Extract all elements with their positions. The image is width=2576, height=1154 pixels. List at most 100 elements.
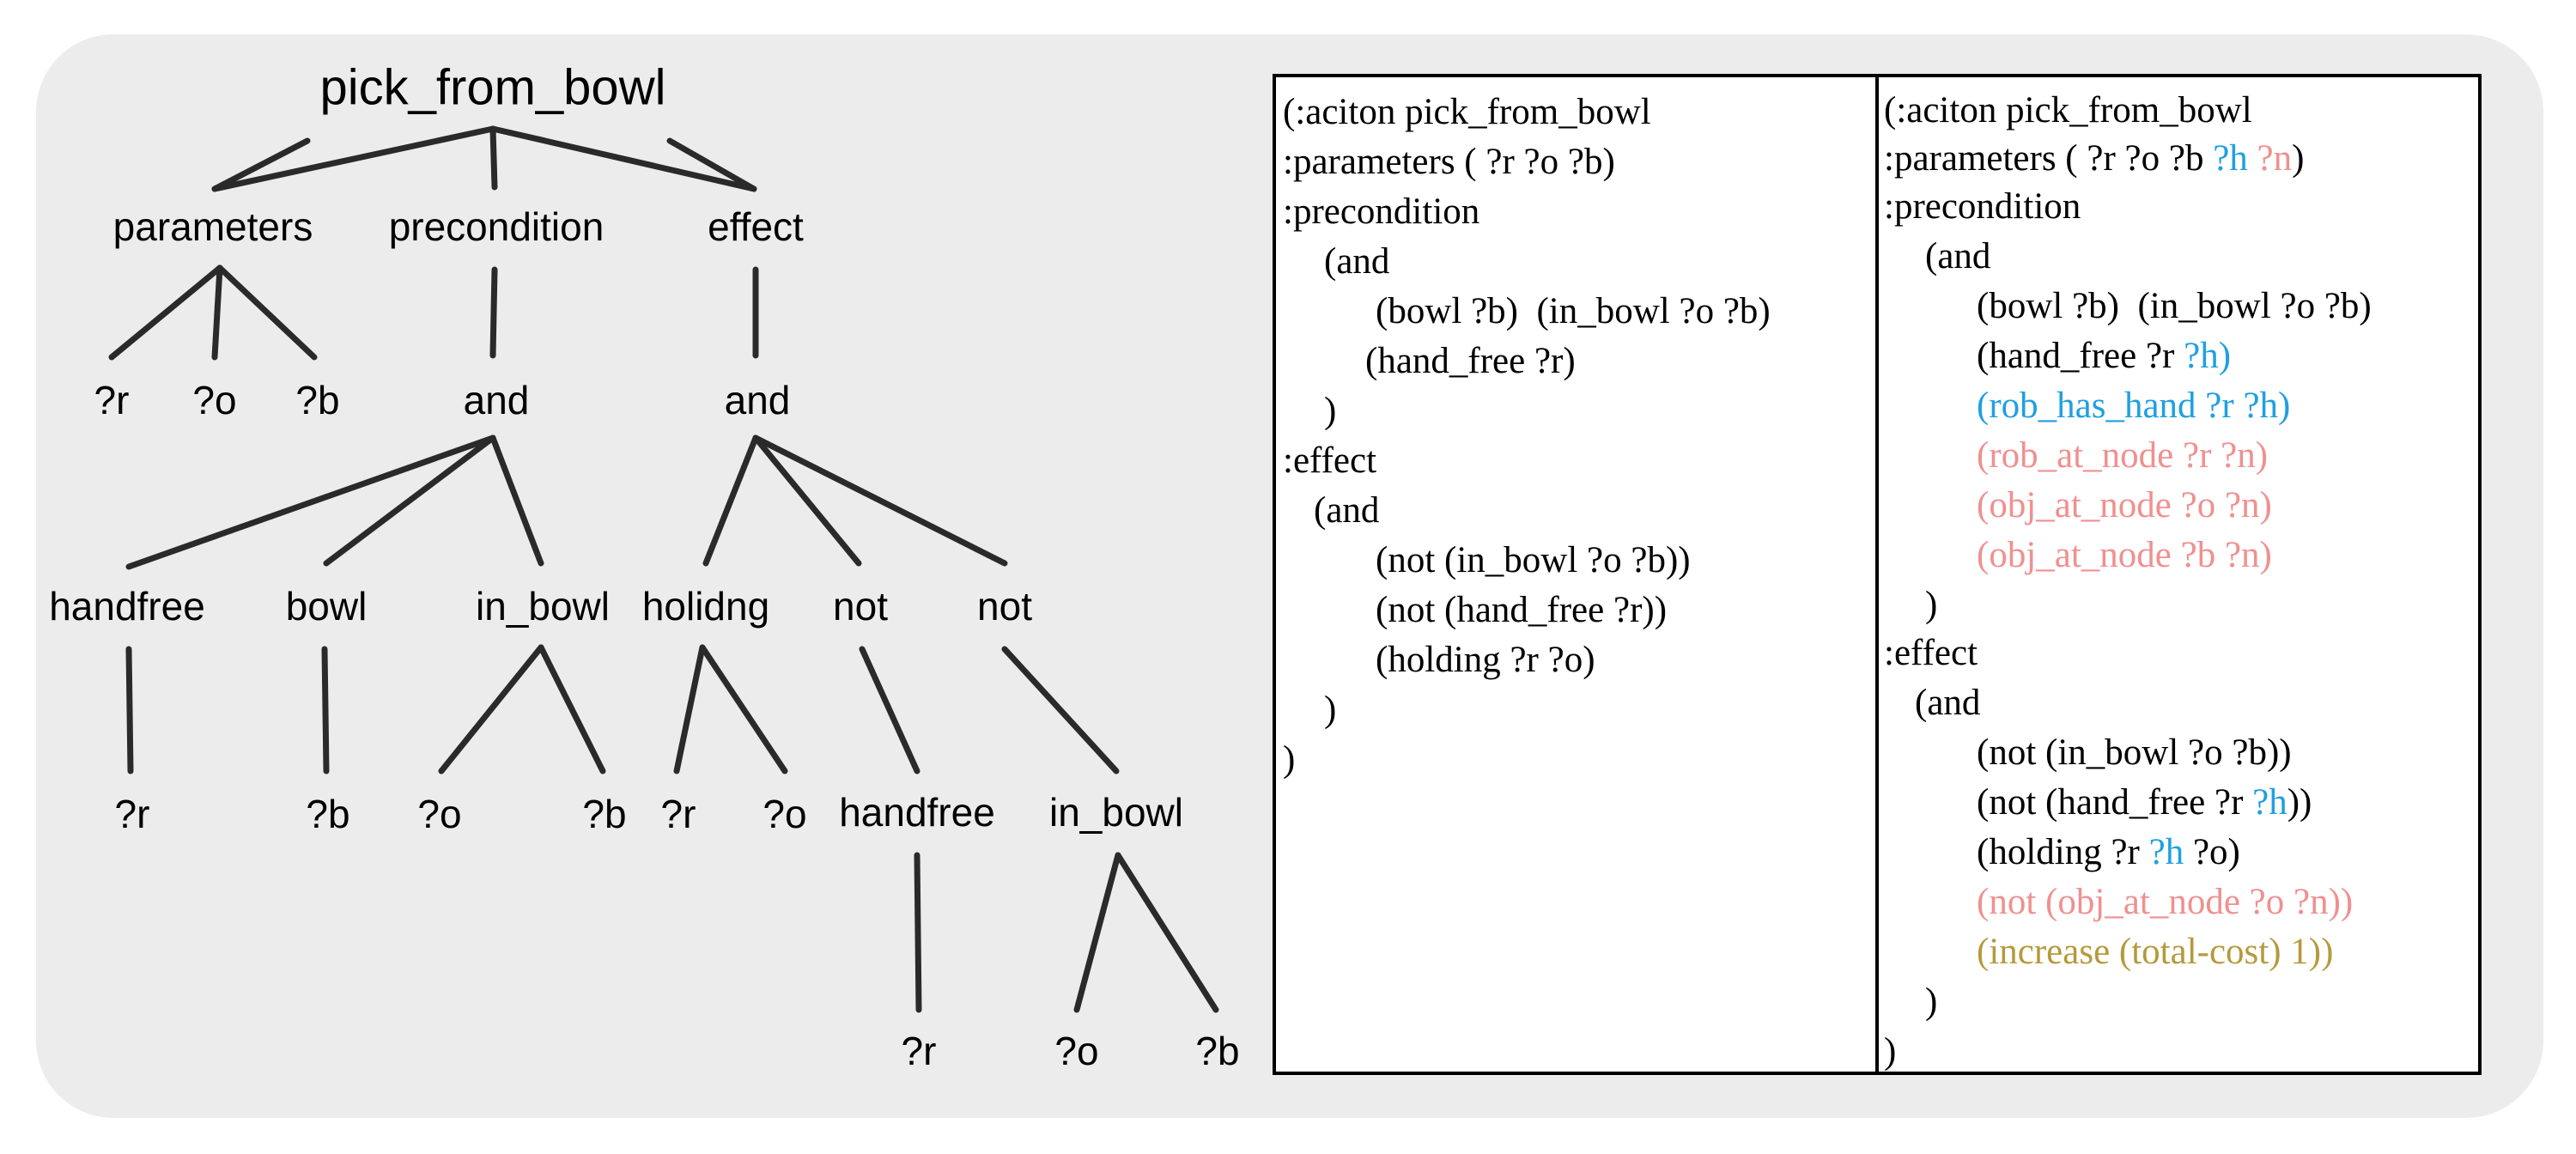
edge-preand-bowl <box>323 434 496 567</box>
code-line: ) <box>1925 981 1938 1022</box>
code-line: (not (in_bowl ?o ?b)) <box>1977 732 2292 773</box>
code-text: (not (hand_free ?r <box>1977 782 2253 823</box>
node-precondition: precondition <box>388 204 605 249</box>
node-param-r: ?r <box>94 378 130 422</box>
code-text: ) <box>2292 138 2305 179</box>
edge-not2-inbowl <box>1001 646 1120 774</box>
parse-tree: pick_from_bowl parameters precondition e… <box>0 0 1254 1154</box>
node-holding: holidng <box>641 584 770 629</box>
hand-param: ?h <box>2148 832 2184 872</box>
edge-inbowl-b <box>538 644 606 774</box>
code-line-increase-cost: (increase (total-cost) 1)) <box>1977 932 2334 972</box>
edge-inbowl-o <box>438 644 544 774</box>
code-line: :effect <box>1283 440 1377 481</box>
node-not1-handfree: handfree <box>839 790 995 835</box>
code-line: (and <box>1915 683 1981 723</box>
code-line: ) <box>1925 585 1938 625</box>
node-param-o: ?o <box>192 378 237 422</box>
edge-preand-inbowl <box>489 434 544 567</box>
code-line: (not (in_bowl ?o ?b)) <box>1376 540 1691 580</box>
edge-root-bar-left <box>211 125 496 192</box>
node-precondition-and: and <box>463 378 530 422</box>
edge-parameters-r <box>108 264 223 361</box>
edge-effand-not1 <box>752 434 862 567</box>
node-parameters: parameters <box>112 204 313 249</box>
edge-effand-not2 <box>752 434 1008 567</box>
pddl-original-action: (:aciton pick_from_bowl :parameters ( ?r… <box>1273 74 1879 1075</box>
code-line: (bowl ?b) (in_bowl ?o ?b) <box>1977 286 2372 326</box>
code-text <box>2248 138 2257 179</box>
node-handfree-r: ?r <box>114 792 150 836</box>
code-line: (bowl ?b) (in_bowl ?o ?b) <box>1376 291 1771 331</box>
edge-effand-holding <box>702 434 759 567</box>
node-handfree2-r: ?r <box>901 1029 937 1073</box>
node-handfree: handfree <box>49 584 205 629</box>
node-inbowl2-b: ?b <box>1195 1029 1240 1073</box>
node-holding-o: ?o <box>762 792 807 836</box>
edge-inbowl2-o <box>1073 852 1121 1013</box>
hand-param: ?h <box>2252 782 2287 823</box>
edge-precondition-and <box>489 266 498 359</box>
edge-preand-handfree <box>125 434 496 570</box>
code-line: ) <box>1884 1031 1897 1072</box>
code-line: (:aciton pick_from_bowl <box>1283 92 1651 132</box>
edge-not1-handfree <box>859 646 920 774</box>
edge-holding-o <box>699 644 788 774</box>
edge-root-precondition <box>489 125 498 191</box>
edge-handfree-r <box>125 646 134 774</box>
edge-handfree2-r <box>914 852 922 1013</box>
code-line: ) <box>1324 689 1337 730</box>
code-line: :precondition <box>1283 191 1480 232</box>
code-line: (not (hand_free ?r)) <box>1376 590 1668 630</box>
pddl-extended-action: (:aciton pick_from_bowl :parameters ( ?r… <box>1875 74 2482 1075</box>
code-line: (not (hand_free ?r ?h)) <box>1977 781 2312 823</box>
code-line: (holding ?r ?h ?o) <box>1977 831 2240 873</box>
hand-param: ?h <box>2213 138 2248 179</box>
code-line-rob-at-node: (rob_at_node ?r ?n) <box>1977 435 2269 476</box>
edge-root-effect <box>666 137 757 192</box>
code-text: :parameters ( ?r ?o ?b <box>1884 138 2214 179</box>
code-line: ) <box>1283 739 1296 780</box>
hand-param: ?h) <box>2184 336 2232 376</box>
code-text: )) <box>2287 782 2312 823</box>
code-line: :effect <box>1884 633 1978 673</box>
node-param-b: ?b <box>295 378 340 422</box>
edge-inbowl2-b <box>1115 852 1219 1013</box>
code-line: :parameters ( ?r ?o ?b) <box>1283 142 1615 182</box>
node-not-1: not <box>833 584 888 629</box>
code-line: (hand_free ?r ?h) <box>1977 335 2231 377</box>
tree-edges <box>108 125 1219 1013</box>
node-effect: effect <box>708 204 804 249</box>
code-line: :precondition <box>1884 186 2081 227</box>
node-effect-and: and <box>724 378 791 422</box>
code-line: ) <box>1324 391 1337 431</box>
code-line: (holding ?r ?o) <box>1376 640 1595 680</box>
node-not-2: not <box>977 584 1032 629</box>
node-inbowl2-o: ?o <box>1054 1029 1099 1073</box>
code-text: (hand_free ?r <box>1977 336 2184 376</box>
code-text: (holding ?r <box>1977 832 2149 872</box>
code-line: (and <box>1314 490 1380 531</box>
code-line: :parameters ( ?r ?o ?b ?h ?n) <box>1884 137 2304 179</box>
node-bowl: bowl <box>285 584 368 629</box>
edge-bowl-b <box>321 646 330 774</box>
node-inbowl-b: ?b <box>582 792 627 836</box>
code-line-obj-at-node: (obj_at_node ?o ?n) <box>1977 485 2272 525</box>
node-in-bowl: in_bowl <box>476 584 610 629</box>
node-root: pick_from_bowl <box>319 59 666 116</box>
node-holding-r: ?r <box>660 792 696 836</box>
code-line: (and <box>1925 236 1991 276</box>
node-param: ?n <box>2257 138 2293 179</box>
edge-parameters-b <box>216 264 318 361</box>
code-text: ?o) <box>2184 832 2240 872</box>
node-bowl-b: ?b <box>306 792 350 836</box>
edge-parameters-o <box>211 264 223 361</box>
code-line: (hand_free ?r) <box>1365 341 1576 381</box>
code-line-obj-at-node: (obj_at_node ?b ?n) <box>1977 535 2272 575</box>
node-inbowl-o: ?o <box>417 792 462 836</box>
code-line-rob-has-hand: (rob_has_hand ?r ?h) <box>1977 386 2291 426</box>
edge-root-parameters <box>211 137 311 192</box>
code-line: (:aciton pick_from_bowl <box>1884 90 2252 131</box>
code-line: (and <box>1324 241 1390 282</box>
edge-holding-r <box>673 644 706 774</box>
